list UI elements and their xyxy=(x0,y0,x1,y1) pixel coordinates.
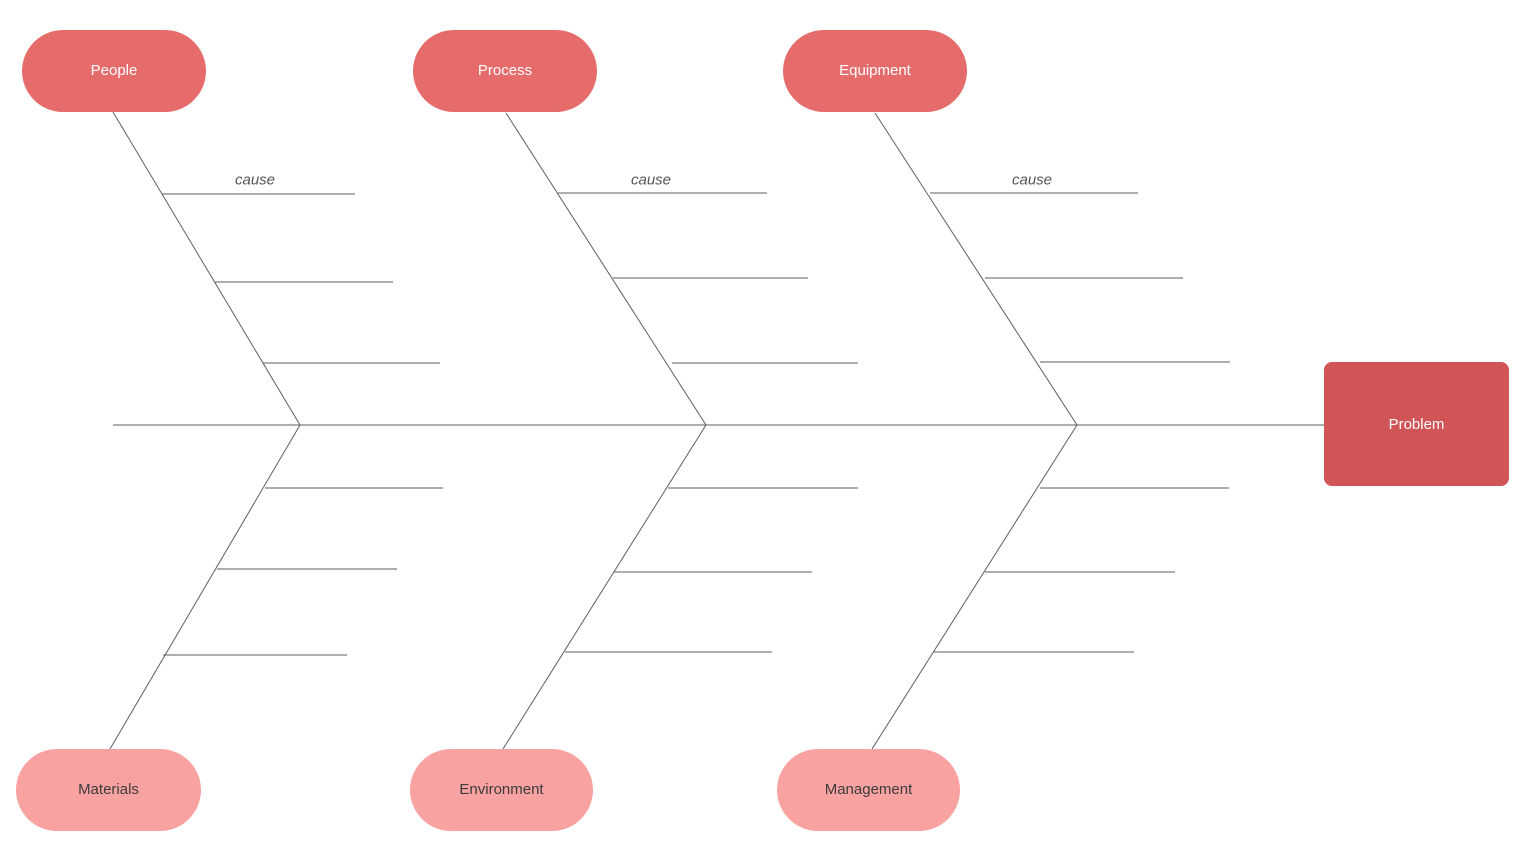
category-node-materials[interactable]: Materials xyxy=(16,749,201,831)
branch-materials-line[interactable] xyxy=(109,424,301,750)
branch-process-line[interactable] xyxy=(505,112,707,426)
category-node-management[interactable]: Management xyxy=(777,749,960,831)
branch-people-line[interactable] xyxy=(112,111,301,426)
category-label-environment: Environment xyxy=(459,781,544,798)
branch-management-line[interactable] xyxy=(871,424,1078,750)
cause-label-equipment[interactable]: cause xyxy=(1011,171,1053,189)
category-label-materials: Materials xyxy=(78,781,139,798)
cause-label-process[interactable]: cause xyxy=(630,171,672,189)
category-label-equipment: Equipment xyxy=(839,62,911,79)
category-label-process: Process xyxy=(477,62,533,79)
category-node-equipment[interactable]: Equipment xyxy=(783,30,967,112)
problem-label: Problem xyxy=(1388,415,1445,433)
cause-label-people[interactable]: cause xyxy=(234,171,276,189)
category-node-process[interactable]: Process xyxy=(413,30,597,112)
problem-node[interactable]: Problem xyxy=(1324,362,1509,486)
category-node-people[interactable]: People xyxy=(22,30,206,112)
category-label-people: People xyxy=(90,62,138,79)
category-label-management: Management xyxy=(824,781,913,798)
branch-equipment-line[interactable] xyxy=(874,112,1078,426)
branch-environment-line[interactable] xyxy=(502,424,707,750)
category-node-environment[interactable]: Environment xyxy=(410,749,593,831)
